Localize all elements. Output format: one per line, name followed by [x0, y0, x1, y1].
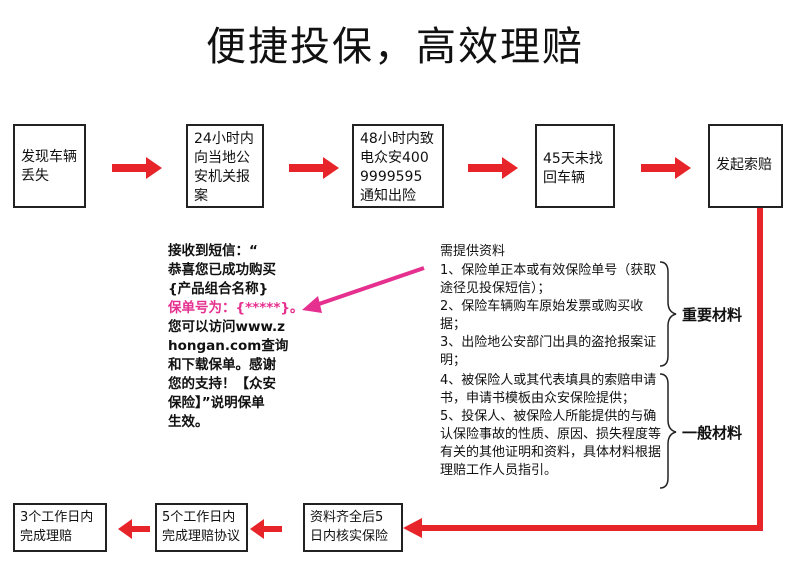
step-1-text: 发现车辆丢失 [21, 149, 77, 184]
materials-important-list: 1、保险单正本或有效保险单号（获取途径见投保短信）； 2、保险车辆购车原始发票或… [440, 262, 662, 370]
step-2-text: 24小时内向当地公安机关报案 [194, 131, 254, 204]
arrow-right-icon [112, 157, 162, 179]
page-title: 便捷投保，高效理赔 [206, 24, 584, 70]
bottom-step-3-text: 3个工作日内完成理赔 [20, 510, 94, 544]
bottom-step-2-text: 5个工作日内完成理赔协议 [162, 510, 241, 544]
step-2-box: 24小时内向当地公安机关报案 [186, 124, 264, 208]
sms-line: {产品组合名称} [168, 281, 269, 297]
step-1-box: 发现车辆丢失 [13, 124, 86, 208]
material-item: 2、保险车辆购车原始发票或购买收据； [440, 299, 644, 332]
arrow-right-icon [289, 157, 339, 179]
bottom-step-2-box: 5个工作日内完成理赔协议 [155, 503, 248, 552]
material-item: 1、保险单正本或有效保险单号（获取途径见投保短信）； [440, 263, 657, 296]
material-item: 3、出险地公安部门出具的盗抢报案证明； [440, 335, 657, 368]
materials-heading: 需提供资料 [440, 244, 506, 259]
step-3-text: 48小时内致电众安4009999595通知出险 [360, 131, 434, 204]
step-5-text: 发起索赔 [716, 157, 772, 173]
bottom-step-1-box: 资料齐全后5日内核实保险 [303, 503, 403, 552]
step-4-text: 45天未找回车辆 [543, 151, 603, 186]
bottom-step-3-box: 3个工作日内完成理赔 [13, 503, 107, 552]
materials-general-list: 4、被保险人或其代表填具的索赔申请书，申请书模板由众安保险提供； 5、投保人、被… [440, 372, 662, 480]
step-4-box: 45天未找回车辆 [535, 124, 615, 208]
arrow-right-icon [468, 157, 518, 179]
step-5-box: 发起索赔 [708, 124, 783, 208]
material-item: 4、被保险人或其代表填具的索赔申请书，申请书模板由众安保险提供； [440, 373, 657, 406]
sms-line: 您可以访问www.z [168, 319, 286, 335]
sms-line: 您的支持！【众安 [168, 376, 276, 392]
step-3-box: 48小时内致电众安4009999595通知出险 [352, 124, 444, 208]
sms-line: 生效。 [168, 414, 209, 430]
sms-message: 接收到短信：“ 恭喜您已成功购买 {产品组合名称} 保单号为：{*****}。 … [168, 242, 318, 432]
sms-line: 和下载保单。感谢 [168, 357, 276, 373]
sms-line: 接收到短信：“ [168, 243, 258, 259]
material-item: 5、投保人、被保险人所能提供的与确认保险事故的性质、原因、损失程度等有关的其他证… [440, 409, 662, 478]
bottom-step-1-text: 资料齐全后5日内核实保险 [310, 510, 389, 544]
general-materials-label: 一般材料 [682, 424, 743, 442]
sms-line: 保险】”说明保单 [168, 395, 265, 411]
sms-policy-number: 保单号为：{*****}。 [168, 300, 304, 316]
arrow-right-icon [641, 157, 691, 179]
important-materials-label: 重要材料 [682, 306, 743, 324]
sms-line: hongan.com查询 [168, 338, 289, 354]
sms-line: 恭喜您已成功购买 [168, 262, 276, 278]
